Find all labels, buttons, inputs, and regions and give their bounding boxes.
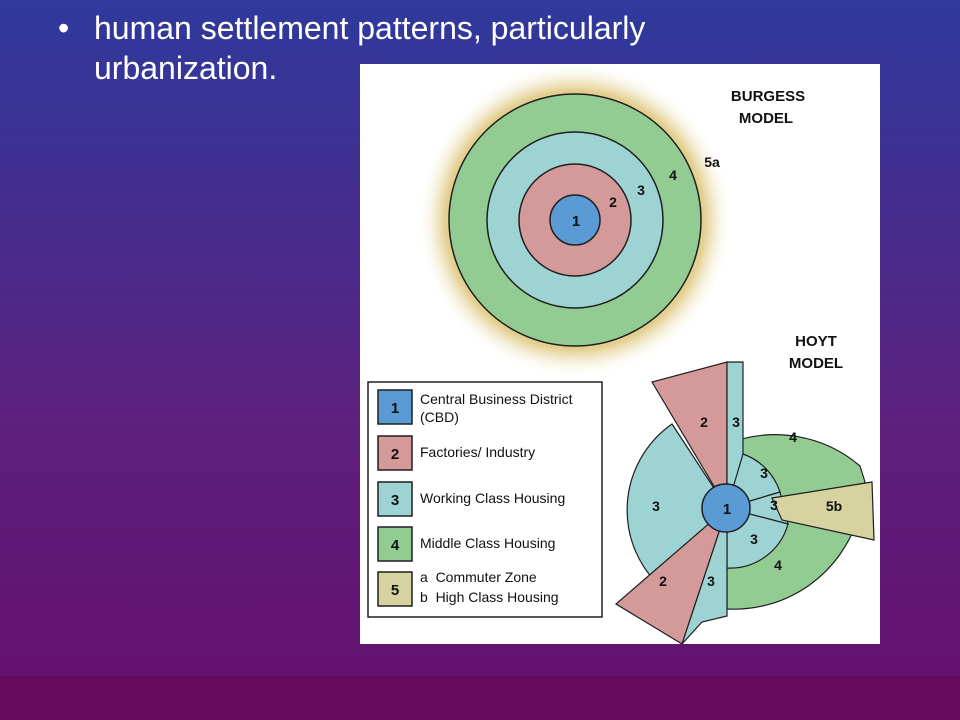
hoyt-label-2-top: 2 xyxy=(700,414,708,430)
legend-swatch-1 xyxy=(377,389,413,425)
urban-models-figure: 1 2 3 4 5a BURGESS MODEL HOYT MODEL xyxy=(360,64,880,644)
footer-band xyxy=(0,676,960,720)
legend-num-2: 2 xyxy=(391,446,399,463)
hoyt-title-line1: HOYT xyxy=(795,333,837,350)
burgess-zone-1-cbd xyxy=(549,194,601,246)
legend-item-3: 3 Working Class Housing xyxy=(377,481,565,517)
burgess-model: 1 2 3 4 5a BURGESS MODEL xyxy=(417,64,805,378)
burgess-label-5a: 5a xyxy=(704,154,720,170)
legend-swatch-4 xyxy=(377,526,413,562)
legend-label-1: Central Business District xyxy=(420,391,573,407)
hoyt-label-1: 1 xyxy=(723,501,731,518)
burgess-title-line1: BURGESS xyxy=(731,88,805,105)
hoyt-label-4-top: 4 xyxy=(789,429,797,445)
hoyt-label-3-right: 3 xyxy=(770,497,778,513)
legend-num-5: 5 xyxy=(391,582,399,599)
hoyt-model: HOYT MODEL 1 2 3 4 3 xyxy=(614,333,875,644)
legend-item-4: 4 Middle Class Housing xyxy=(377,526,555,562)
hoyt-label-3-strip: 3 xyxy=(732,414,740,430)
legend-item-2: 2 Factories/ Industry xyxy=(377,435,535,471)
hoyt-label-3-left: 3 xyxy=(652,498,660,514)
legend-swatch-2 xyxy=(377,435,413,471)
urban-models-diagram: 1 2 3 4 5a BURGESS MODEL HOYT MODEL xyxy=(367,64,875,644)
legend-label-3: Working Class Housing xyxy=(420,490,565,506)
legend-num-1: 1 xyxy=(391,400,399,417)
bullet-text: human settlement patterns, particularly … xyxy=(94,10,646,86)
legend-label-4: Middle Class Housing xyxy=(420,535,555,551)
burgess-label-2: 2 xyxy=(609,194,617,210)
burgess-label-3: 3 xyxy=(637,182,645,198)
legend: 1 Central Business District (CBD) 2 Fact… xyxy=(367,381,603,618)
legend-label-5a: a Commuter Zone xyxy=(420,569,537,585)
hoyt-label-4-bottom: 4 xyxy=(774,557,782,573)
hoyt-label-2-bottom: 2 xyxy=(659,573,667,589)
legend-num-3: 3 xyxy=(391,492,399,509)
legend-num-4: 4 xyxy=(391,537,400,554)
hoyt-sector-3-bottom-strip xyxy=(681,507,728,644)
burgess-title-line2: MODEL xyxy=(739,110,793,127)
legend-swatch-5 xyxy=(377,571,413,607)
hoyt-sector-5b-high-class xyxy=(771,481,875,541)
hoyt-label-3-bottom-right: 3 xyxy=(750,531,758,547)
hoyt-zone-1-cbd xyxy=(701,483,751,533)
legend-item-1: 1 Central Business District (CBD) xyxy=(377,389,573,425)
legend-swatch-3 xyxy=(377,481,413,517)
burgess-label-4: 4 xyxy=(669,167,677,183)
hoyt-label-3-bottom-strip: 3 xyxy=(707,573,715,589)
legend-label-2: Factories/ Industry xyxy=(420,444,535,460)
hoyt-label-3-inner-right: 3 xyxy=(760,465,768,481)
legend-label-5b: b High Class Housing xyxy=(420,589,559,605)
hoyt-label-5b: 5b xyxy=(826,498,842,514)
hoyt-title-line2: MODEL xyxy=(789,355,843,372)
burgess-label-1: 1 xyxy=(572,213,580,230)
legend-item-5: 5 a Commuter Zone b High Class Housing xyxy=(377,569,559,607)
bullet-dot: • xyxy=(58,10,70,46)
legend-label-1b: (CBD) xyxy=(420,409,459,425)
